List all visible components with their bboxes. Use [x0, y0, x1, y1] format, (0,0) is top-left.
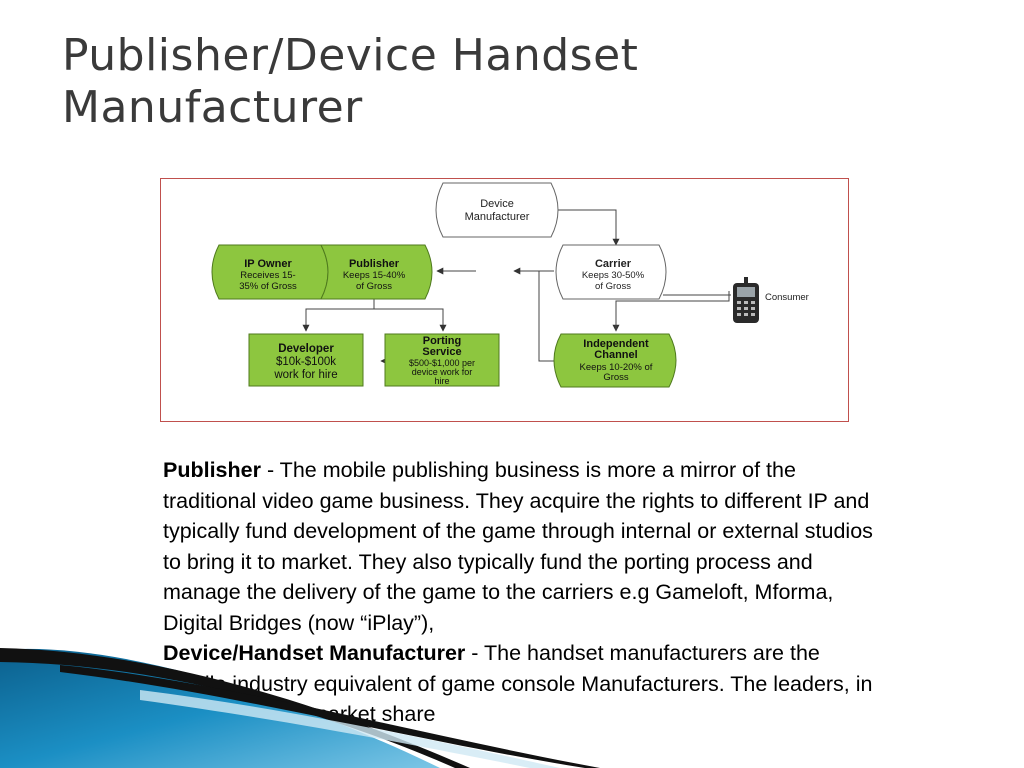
device-manufacturer-line-1: Device — [480, 198, 514, 210]
carrier-line-1: Keeps 30-50% — [582, 270, 645, 281]
node-developer: Developer $10k-$100k work for hire — [248, 333, 364, 387]
manufacturer-term-2: Handset Manufacturer — [238, 641, 466, 665]
developer-title: Developer — [278, 343, 334, 355]
node-independent-channel: Independent Channel Keeps 10-20% of Gros… — [553, 333, 677, 388]
developer-line-2: work for hire — [273, 369, 337, 381]
node-publisher: Publisher Keeps 15-40% of Gross — [320, 244, 433, 300]
value-chain-diagram: Device Manufacturer IP Owner Receives 15… — [160, 178, 849, 422]
manufacturer-paragraph: Device/Handset Manufacturer - The handse… — [163, 638, 883, 730]
body-text: Publisher - The mobile publishing busine… — [163, 455, 883, 730]
carrier-line-2: of Gross — [595, 281, 631, 292]
porting-service-line-3: hire — [434, 376, 449, 386]
consumer-label: Consumer — [765, 292, 809, 303]
ip-owner-line-1: Receives 15- — [240, 270, 295, 281]
ip-owner-title: IP Owner — [244, 258, 292, 270]
porting-service-title-1: Porting — [423, 335, 462, 347]
node-device-manufacturer: Device Manufacturer — [435, 182, 559, 238]
porting-service-title-2: Service — [422, 346, 461, 358]
independent-channel-line-2: Gross — [603, 372, 629, 383]
publisher-line-2: of Gross — [356, 281, 392, 292]
publisher-term: Publisher — [163, 458, 261, 482]
title-line-1: Publisher/Device Handset — [62, 30, 639, 81]
publisher-line-1: Keeps 15-40% — [343, 270, 406, 281]
diagram-canvas: Device Manufacturer IP Owner Receives 15… — [211, 182, 809, 388]
manufacturer-term-1: Device/ — [163, 641, 239, 665]
node-porting-service: Porting Service $500-$1,000 per device w… — [384, 333, 500, 387]
node-carrier: Carrier Keeps 30-50% of Gross — [555, 244, 667, 300]
independent-channel-line-1: Keeps 10-20% of — [580, 362, 653, 373]
title-line-2: Manufacturer — [62, 82, 363, 133]
node-consumer: Consumer — [728, 277, 809, 323]
mobile-phone-icon — [733, 277, 759, 323]
carrier-title: Carrier — [595, 258, 632, 270]
independent-channel-title-1: Independent — [583, 338, 649, 350]
porting-service-line-2: device work for — [412, 367, 473, 377]
node-ip-owner: IP Owner Receives 15- 35% of Gross — [211, 244, 329, 300]
developer-line-1: $10k-$100k — [276, 356, 336, 368]
device-manufacturer-line-2: Manufacturer — [465, 211, 530, 223]
page-title: Publisher/Device Handset Manufacturer — [62, 30, 638, 134]
ip-owner-line-2: 35% of Gross — [239, 281, 297, 292]
publisher-paragraph: Publisher - The mobile publishing busine… — [163, 455, 883, 638]
independent-channel-title-2: Channel — [594, 349, 637, 361]
publisher-description: - The mobile publishing business is more… — [163, 458, 873, 635]
porting-service-line-1: $500-$1,000 per — [409, 358, 475, 368]
publisher-title: Publisher — [349, 258, 400, 270]
